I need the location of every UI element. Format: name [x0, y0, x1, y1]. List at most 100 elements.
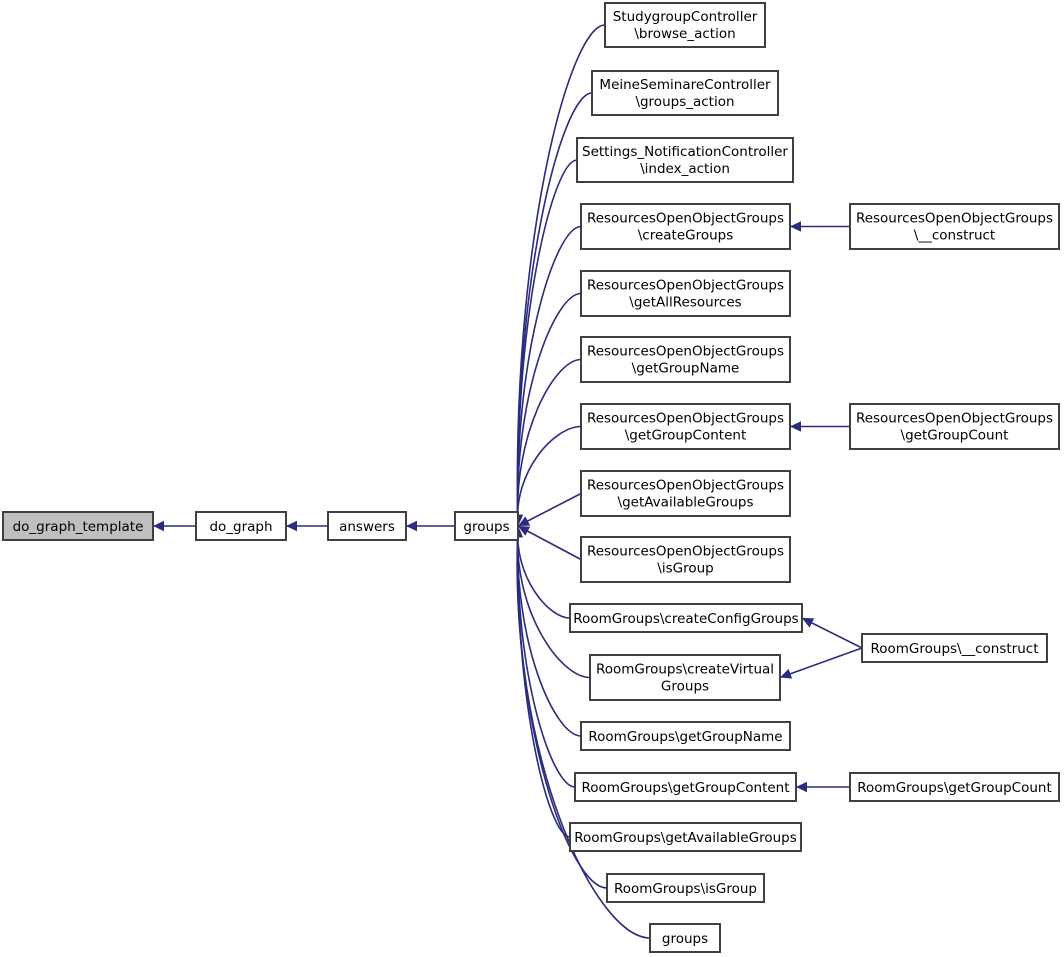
- graph-edge-answers--to--do_graph: [286, 520, 328, 532]
- node-label: RoomGroups\getGroupContent: [581, 780, 789, 796]
- node-label: ResourcesOpenObjectGroups: [587, 544, 784, 560]
- node-box: [2, 511, 154, 541]
- node-box: [849, 403, 1060, 450]
- node-label: \getGroupCount: [901, 428, 1009, 444]
- node-label: StudygroupController: [613, 9, 758, 25]
- node-box: [606, 873, 765, 903]
- node-label: ResourcesOpenObjectGroups: [856, 211, 1053, 227]
- node-label: ResourcesOpenObjectGroups: [587, 411, 784, 427]
- edge-arrowhead-icon: [518, 526, 531, 536]
- graph-node-ResourcesOpenObjectGroups_createGroups[interactable]: ResourcesOpenObjectGroups\createGroups: [580, 203, 791, 250]
- edge-path: [517, 525, 582, 561]
- graph-edge-groups--to--answers: [406, 520, 455, 532]
- node-box: [574, 772, 797, 802]
- edge-arrowhead-icon: [780, 668, 793, 679]
- node-label: \browse_action: [634, 26, 735, 42]
- node-label: \getGroupContent: [625, 428, 747, 444]
- graph-node-RoomGroups_getGroupContent[interactable]: RoomGroups\getGroupContent: [574, 772, 797, 802]
- node-label: \__construct: [914, 228, 995, 244]
- node-label: groups: [662, 931, 708, 947]
- node-box: [580, 336, 791, 383]
- edge-arrowhead-icon: [790, 421, 801, 432]
- graph-node-ResourcesOpenObjectGroups_getAvailableGroups[interactable]: ResourcesOpenObjectGroups\getAvailableGr…: [580, 470, 791, 517]
- edge-arrowhead-icon: [518, 516, 531, 526]
- node-label: \groups_action: [635, 94, 734, 110]
- edge-arrowhead-icon: [796, 781, 807, 793]
- graph-node-ResourcesOpenObjectGroups_isGroup[interactable]: ResourcesOpenObjectGroups\isGroup: [580, 536, 791, 583]
- graph-edge-RoomGroups_getGroupCount--to--RoomGroups_getGroupContent: [796, 781, 850, 793]
- graph-node-RoomGroups_getGroupName[interactable]: RoomGroups\getGroupName: [580, 721, 791, 751]
- edge-path: [516, 525, 576, 788]
- graph-edge-RoomGroups___construct--to--RoomGroups_createConfigGroups: [801, 617, 863, 649]
- node-label: ResourcesOpenObjectGroups: [587, 278, 784, 294]
- edge-path: [516, 525, 651, 939]
- node-box: [569, 822, 802, 852]
- node-box: [327, 511, 407, 541]
- graph-edge-ResourcesOpenObjectGroups_getGroupName--to--groups: [512, 358, 582, 527]
- node-box: [589, 654, 781, 701]
- node-box: [649, 923, 721, 953]
- graph-node-groups_leaf[interactable]: groups: [649, 923, 721, 953]
- node-box: [580, 721, 791, 751]
- node-label: RoomGroups\getGroupName: [588, 729, 782, 745]
- node-label: do_graph_template: [13, 519, 144, 535]
- graph-node-ResourcesOpenObjectGroups_getGroupCount[interactable]: ResourcesOpenObjectGroups\getGroupCount: [849, 403, 1060, 450]
- graph-node-RoomGroups_getAvailableGroups[interactable]: RoomGroups\getAvailableGroups: [569, 822, 802, 852]
- graph-node-ResourcesOpenObjectGroups_getGroupContent[interactable]: ResourcesOpenObjectGroups\getGroupConten…: [580, 403, 791, 450]
- node-box: [580, 203, 791, 250]
- edge-arrowhead-icon: [802, 618, 815, 628]
- graph-edge-ResourcesOpenObjectGroups___construct--to--ResourcesOpenObjectGroups_createGroups: [790, 221, 850, 232]
- graph-node-RoomGroups___construct[interactable]: RoomGroups\__construct: [861, 633, 1048, 663]
- edge-path: [517, 492, 582, 527]
- graph-node-ResourcesOpenObjectGroups_getAllResources[interactable]: ResourcesOpenObjectGroups\getAllResource…: [580, 270, 791, 317]
- node-label: ResourcesOpenObjectGroups: [856, 411, 1053, 427]
- graph-node-RoomGroups_getGroupCount[interactable]: RoomGroups\getGroupCount: [849, 772, 1060, 802]
- edge-path: [779, 647, 863, 679]
- edge-path: [801, 617, 863, 649]
- graph-node-do_graph[interactable]: do_graph: [195, 511, 287, 541]
- graph-node-ResourcesOpenObjectGroups_getGroupName[interactable]: ResourcesOpenObjectGroups\getGroupName: [580, 336, 791, 383]
- graph-node-StudygroupController_browse_action[interactable]: StudygroupController\browse_action: [604, 2, 766, 48]
- edge-path: [516, 525, 591, 679]
- node-label: \index_action: [640, 161, 730, 177]
- node-box: [604, 2, 766, 48]
- graph-edge-ResourcesOpenObjectGroups_isGroup--to--groups: [517, 525, 582, 561]
- edge-arrowhead-icon: [286, 520, 297, 532]
- node-label: \getAvailableGroups: [618, 495, 754, 511]
- edge-path: [516, 425, 582, 527]
- node-label: \createGroups: [638, 228, 734, 244]
- node-box: [580, 470, 791, 517]
- node-box: [861, 633, 1048, 663]
- node-box: [580, 536, 791, 583]
- graph-edge-do_graph--to--do_graph_template: [153, 520, 196, 532]
- edge-arrowhead-icon: [153, 520, 164, 532]
- node-label: groups: [463, 519, 509, 535]
- graph-node-Settings_NotificationController_index_action[interactable]: Settings_NotificationController\index_ac…: [576, 137, 794, 183]
- node-box: [591, 70, 779, 116]
- node-label: \isGroup: [657, 561, 713, 577]
- graph-node-answers[interactable]: answers: [327, 511, 407, 541]
- graph-node-RoomGroups_createConfigGroups[interactable]: RoomGroups\createConfigGroups: [569, 603, 803, 633]
- graph-node-do_graph_template[interactable]: do_graph_template: [2, 511, 154, 541]
- node-box: [580, 270, 791, 317]
- node-box: [569, 603, 803, 633]
- node-label: Groups: [661, 679, 709, 695]
- node-box: [580, 403, 791, 450]
- edge-path: [516, 159, 578, 527]
- node-label: RoomGroups\getAvailableGroups: [574, 830, 797, 846]
- graph-node-groups[interactable]: groups: [454, 511, 519, 541]
- graph-edge-RoomGroups_getAvailableGroups--to--groups: [512, 525, 571, 838]
- edge-path: [516, 358, 582, 527]
- node-label: answers: [339, 519, 395, 535]
- node-box: [849, 203, 1060, 250]
- node-label: \getGroupName: [632, 361, 740, 377]
- node-label: RoomGroups\createConfigGroups: [573, 611, 798, 627]
- graph-node-MeineSeminareController_groups_action[interactable]: MeineSeminareController\groups_action: [591, 70, 779, 116]
- node-box: [195, 511, 287, 541]
- edge-arrowhead-icon: [406, 520, 417, 532]
- graph-node-RoomGroups_isGroup[interactable]: RoomGroups\isGroup: [606, 873, 765, 903]
- graph-node-ResourcesOpenObjectGroups___construct[interactable]: ResourcesOpenObjectGroups\__construct: [849, 203, 1060, 250]
